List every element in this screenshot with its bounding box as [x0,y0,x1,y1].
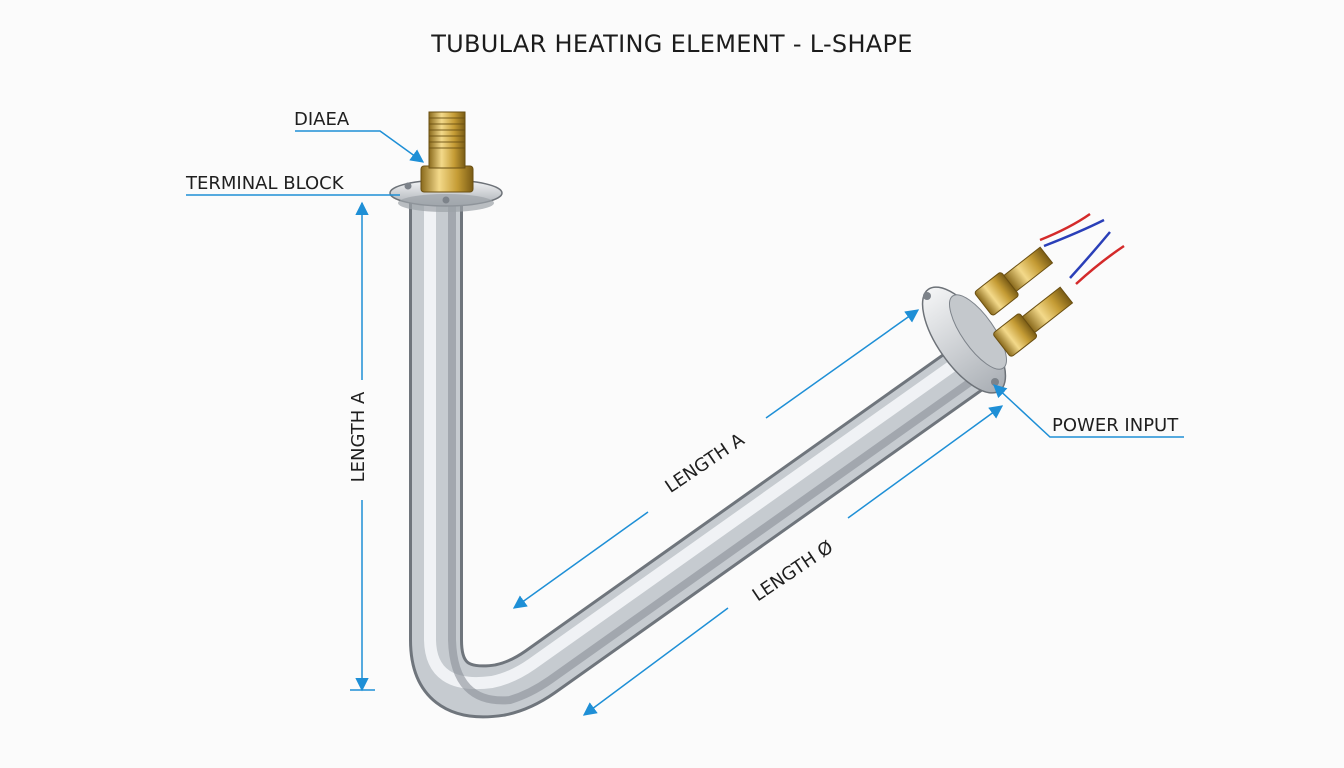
wire-blue-upper [1043,218,1105,248]
power-input-leader [993,384,1184,438]
diaea-leader [295,130,425,163]
top-terminal-block [389,111,503,212]
flange-hole-bottom [442,196,450,204]
power-input-assembly [921,212,1125,394]
flange-hole-left [404,182,412,190]
dimension-lines [186,130,1184,716]
label-terminal-block: TERMINAL BLOCK [185,173,345,194]
wire-red-upper [1039,212,1091,242]
length-dia-dim-lower [582,607,729,716]
lower-terminal-stud [1021,286,1074,334]
diagonal-length-a-dim-upper [765,309,920,419]
tube-surface [412,200,994,716]
wire-blue-lower [1069,231,1111,279]
tube-body [409,200,996,719]
label-power-input: POWER INPUT [1052,415,1179,436]
top-hex-nut [420,165,474,193]
label-diaea: DIAEA [294,109,350,130]
diagram-title: TUBULAR HEATING ELEMENT - L-SHAPE [431,30,913,58]
label-length-a-diagonal: LENGTH A [661,429,749,498]
top-threaded-stud [428,111,466,169]
tube-highlight [424,205,976,690]
length-dia-dim-upper [847,405,1004,519]
label-length-a-vertical: LENGTH A [348,391,369,482]
upper-terminal-stud [1003,246,1054,292]
wire-red-lower [1075,244,1125,285]
diagonal-length-a-dim-lower [512,511,649,609]
tube-shadow [448,205,993,705]
